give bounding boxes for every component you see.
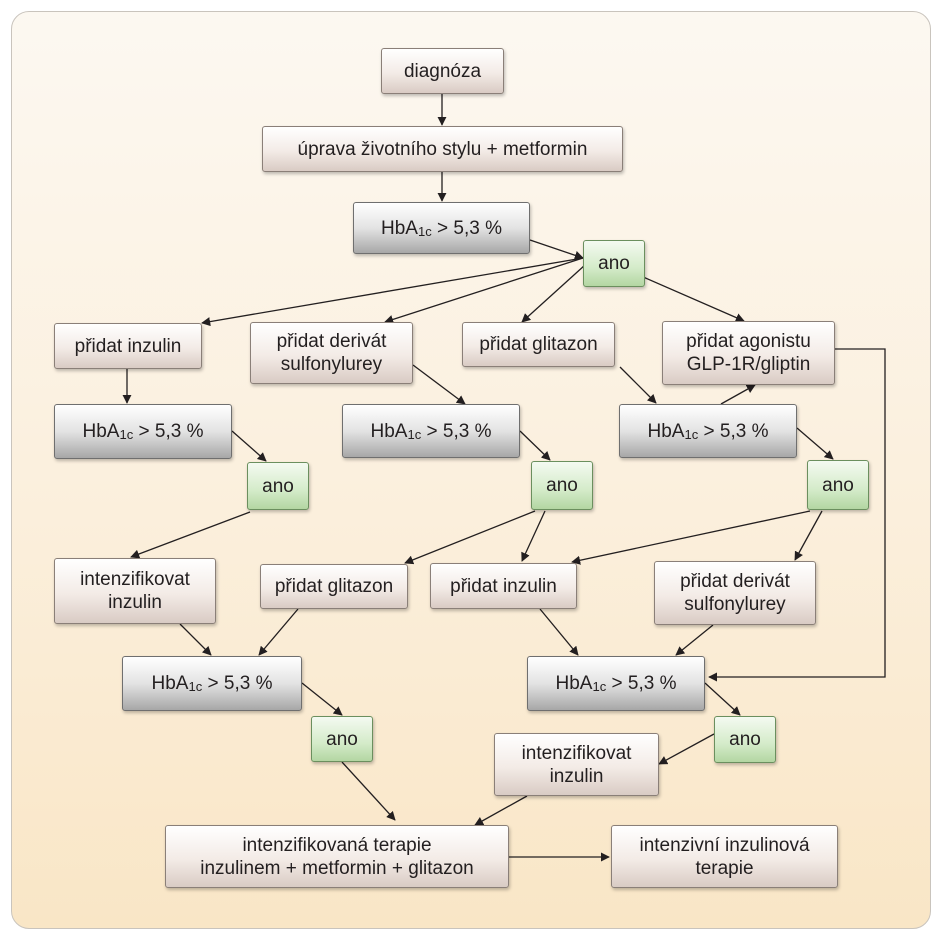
add-glitazone-label: přidat glitazon [479, 334, 598, 355]
arrow-test4-to-add-glp1 [720, 384, 756, 405]
diagnosis-label: diagnóza [403, 60, 482, 82]
arrow-add-glitazone-to-test4 [619, 366, 657, 404]
hba1c-test-box: HbA1c > 5,3 % [54, 404, 232, 459]
yes-box: ano [714, 716, 776, 763]
yes-box: ano [807, 460, 869, 510]
diagnosis-box: diagnóza [381, 48, 504, 94]
arrow-add-glitazone2-to-test5 [258, 608, 299, 656]
hba1c-test-label: HbA1c > 5,3 % [647, 420, 769, 442]
arrow-yes4-to-add-sulfonylurea2 [794, 510, 823, 561]
arrow-test6-to-yes6 [704, 682, 741, 716]
intensive-insulin-therapy-box: intenzivní inzulinová terapie [611, 825, 838, 888]
arrow-intensify-insulin2-to-combo [474, 795, 528, 826]
intensify-insulin-box: intenzifikovat inzulin [494, 733, 659, 796]
yes-box: ano [531, 461, 593, 510]
add-glitazone-box: přidat glitazon [462, 322, 615, 367]
intensify-insulin-box: intenzifikovat inzulin [54, 558, 216, 624]
hba1c-test-box: HbA1c > 5,3 % [619, 404, 797, 458]
yes-label: ano [546, 475, 578, 496]
hba1c-test-box: HbA1c > 5,3 % [122, 656, 302, 711]
yes-label: ano [262, 475, 294, 497]
intensify-insulin-label: intenzifikovat inzulin [80, 569, 190, 613]
hba1c-test-label: HbA1c > 5,3 % [555, 673, 677, 694]
add-insulin-label: přidat inzulin [450, 575, 557, 597]
add-glp1-gliptin-label: přidat agonistu GLP-1R/gliptin [686, 331, 811, 375]
arrow-yes3-to-add-glitazone2 [404, 510, 536, 565]
hba1c-test-box: HbA1c > 5,3 % [342, 404, 520, 458]
hba1c-test-box: HbA1c > 5,3 % [353, 202, 530, 254]
arrow-test5-to-yes5 [301, 682, 343, 716]
arrow-test2-to-yes2 [231, 430, 267, 462]
arrow-yes1-to-add-glp1 [633, 272, 745, 322]
arrow-yes6-to-intensify-insulin2 [658, 733, 715, 765]
yes-box: ano [311, 716, 373, 762]
add-glitazone-label: přidat glitazon [274, 576, 394, 597]
add-sulfonylurea-box: přidat derivát sulfonylurey [654, 561, 816, 625]
arrow-yes1-to-add-insulin [201, 257, 584, 327]
add-sulfonylurea-label: přidat derivát sulfonylurey [276, 331, 387, 375]
hba1c-test-label: HbA1c > 5,3 % [82, 421, 204, 442]
hba1c-test-label: HbA1c > 5,3 % [151, 673, 273, 694]
arrow-yes4-to-add-insulin2 [571, 510, 811, 565]
hba1c-test-box: HbA1c > 5,3 % [527, 656, 705, 711]
arrow-intensify-insulin-to-test5 [179, 623, 212, 656]
combined-therapy-box: intenzifikovaná terapie inzulinem + metf… [165, 825, 509, 888]
arrow-add-insulin2-to-test6 [539, 608, 579, 656]
intensify-insulin-label: intenzifikovat inzulin [521, 742, 632, 787]
add-glitazone-box: přidat glitazon [260, 564, 408, 609]
add-insulin-box: přidat inzulin [430, 563, 577, 609]
arrow-yes3-to-add-insulin2 [521, 510, 546, 562]
add-insulin-label: přidat inzulin [74, 335, 182, 357]
add-insulin-box: přidat inzulin [54, 323, 202, 369]
arrow-yes2-to-intensify-insulin [130, 511, 251, 559]
arrow-yes1-to-add-glitazone [521, 264, 586, 323]
yes-label: ano [729, 729, 761, 750]
add-sulfonylurea-box: přidat derivát sulfonylurey [250, 322, 413, 384]
arrow-glp1-to-test6 [708, 348, 886, 682]
arrow-add-sulfonylurea2-to-test6 [675, 624, 714, 656]
yes-label: ano [326, 728, 358, 750]
lifestyle-metformin-label: úprava životního stylu + metformin [297, 138, 588, 160]
arrow-yes1-to-add-sulfonylurea [384, 257, 584, 324]
yes-box: ano [583, 240, 645, 287]
arrow-test1-to-yes1 [529, 239, 584, 260]
intensive-insulin-therapy-label: intenzivní inzulinová terapie [639, 834, 810, 879]
lifestyle-metformin-box: úprava životního stylu + metformin [262, 126, 623, 172]
hba1c-test-label: HbA1c > 5,3 % [381, 217, 502, 239]
combined-therapy-label: intenzifikovaná terapie inzulinem + metf… [200, 834, 474, 879]
arrow-add-sulfonylurea-to-test3 [412, 364, 466, 405]
arrow-yes5-to-combo [341, 761, 396, 821]
arrow-test3-to-yes3 [519, 430, 551, 461]
yes-box: ano [247, 462, 309, 510]
arrow-test4-to-yes4 [796, 427, 834, 460]
yes-label: ano [822, 474, 854, 496]
add-sulfonylurea-label: přidat derivát sulfonylurey [680, 571, 790, 615]
hba1c-test-label: HbA1c > 5,3 % [370, 420, 492, 442]
yes-label: ano [598, 253, 630, 274]
add-glp1-gliptin-box: přidat agonistu GLP-1R/gliptin [662, 321, 835, 385]
